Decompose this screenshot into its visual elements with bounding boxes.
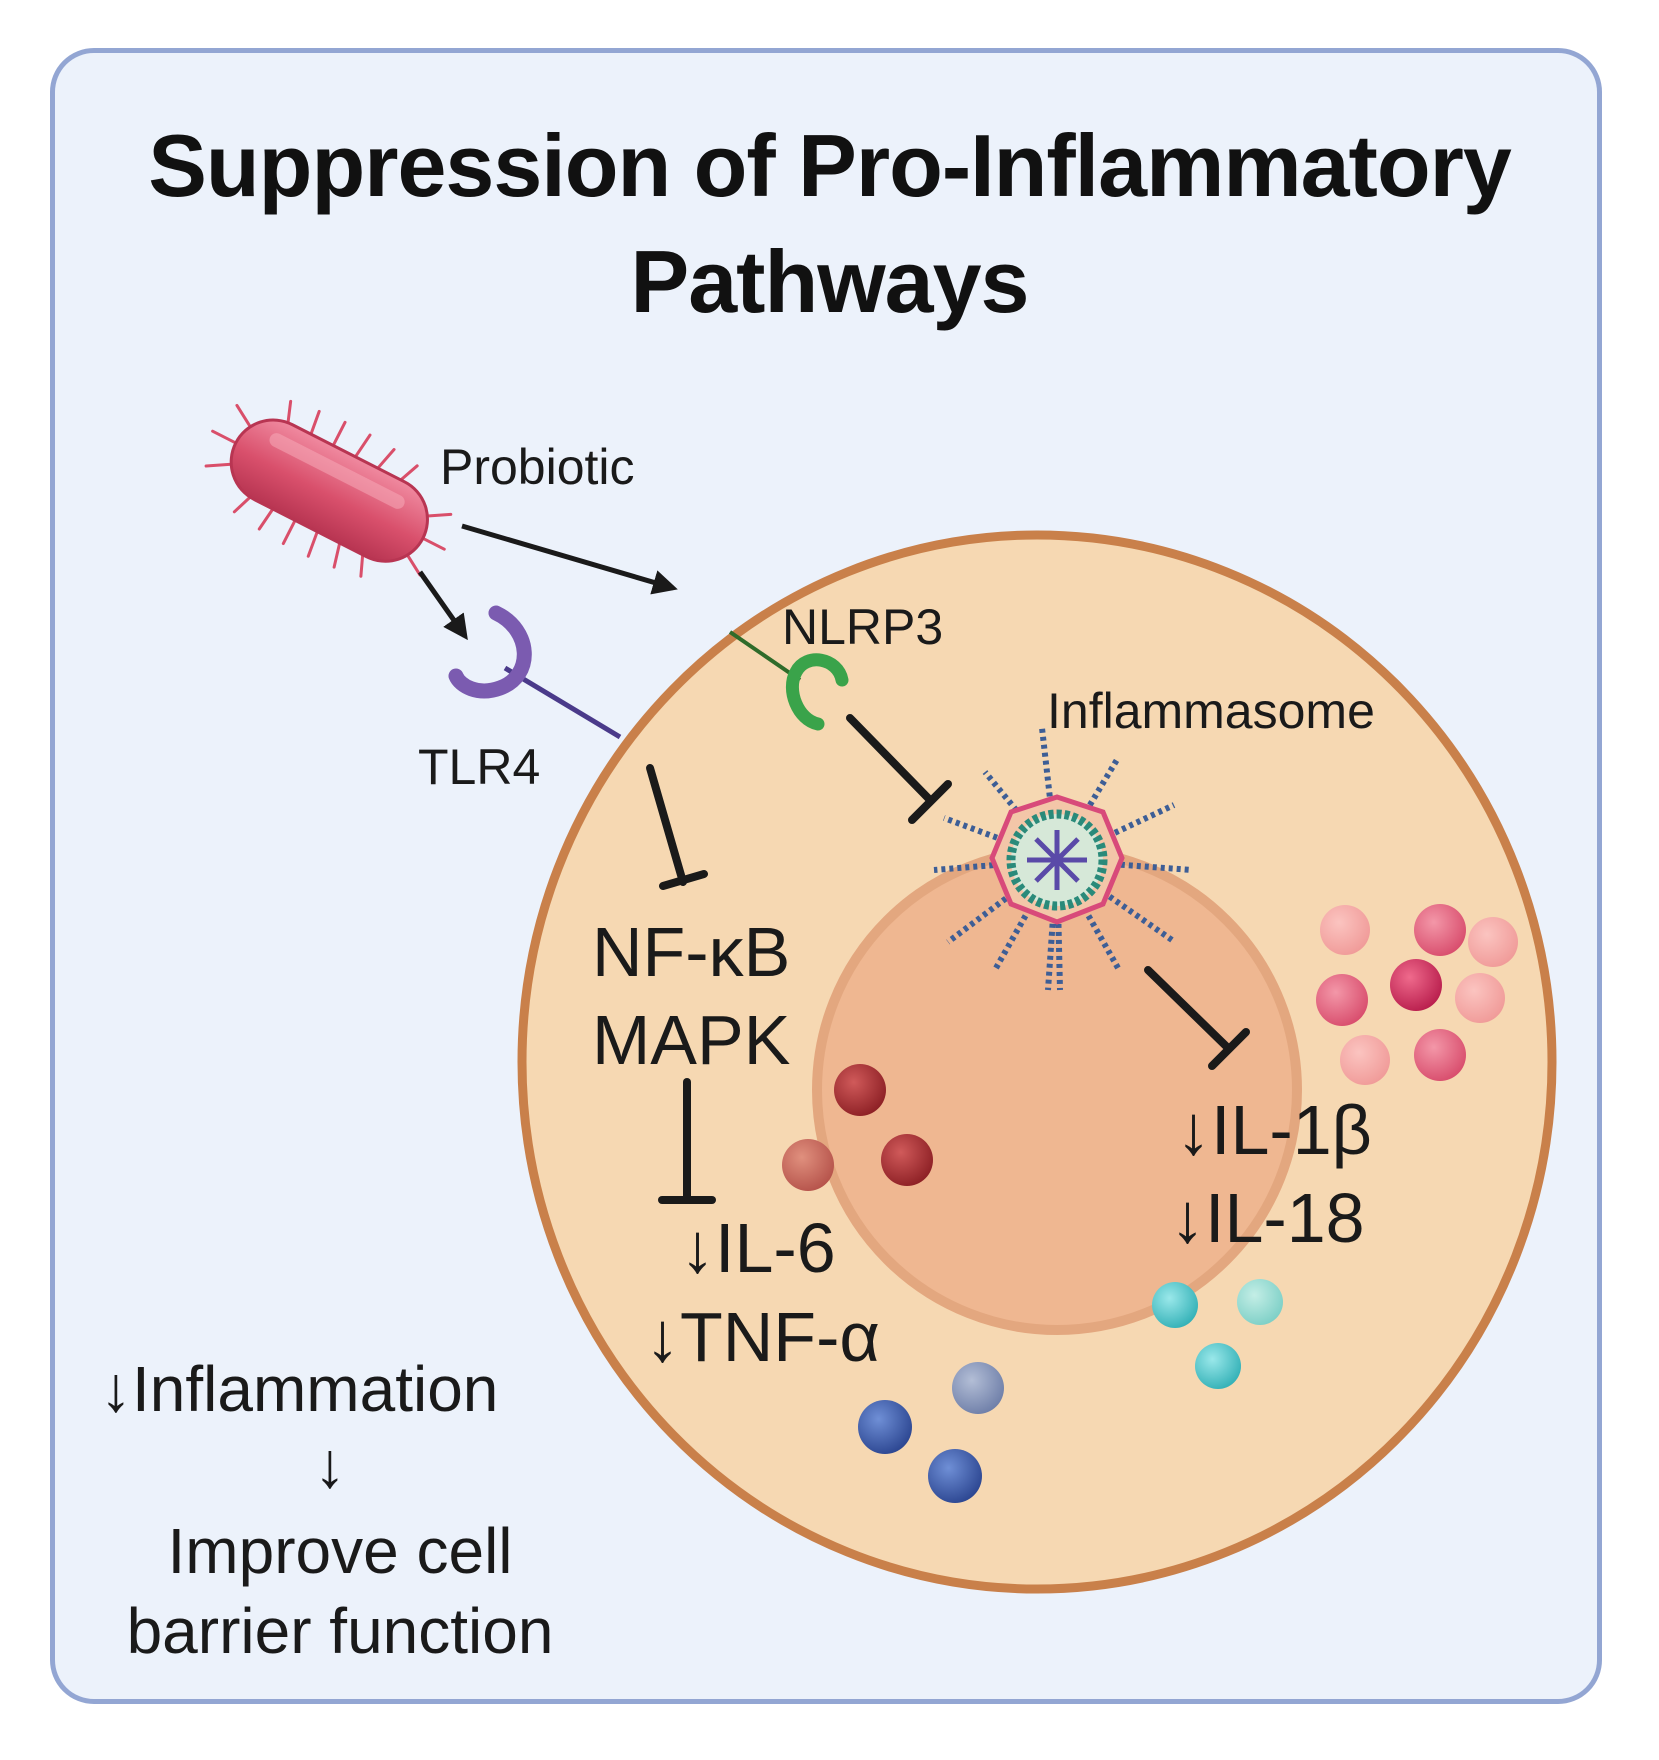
bacterium-icon: [204, 399, 453, 578]
probiotic-label: Probiotic: [440, 439, 635, 495]
tlr4-receptor-icon: [448, 605, 622, 740]
probiotic-to-tlr4-arrow: [417, 570, 468, 641]
nlrp3-label: NLRP3: [782, 599, 944, 655]
il6-label: ↓IL-6: [680, 1209, 836, 1287]
outcome-line-1: Improve cell: [167, 1515, 513, 1587]
tnfa-label: ↓TNF-α: [645, 1298, 880, 1376]
inflammasome-inhibits-il1b: [1144, 966, 1250, 1070]
mapk-label: MAPK: [592, 1001, 791, 1079]
nfkb-label: NF-κB: [592, 913, 791, 991]
probiotic-to-cell-arrow: [461, 523, 678, 595]
diagram-title: Suppression of Pro-Inflammatory Pathways: [0, 108, 1659, 340]
mapk-inhibits-il6: [658, 1078, 716, 1204]
nlrp3-inhibits-inflammasome: [846, 714, 952, 824]
outcome-line-2: barrier function: [126, 1595, 554, 1667]
down-arrow: ↓: [314, 1429, 346, 1501]
title-line-1: Suppression of Pro-Inflammatory: [148, 116, 1512, 215]
tlr4-label: TLR4: [418, 739, 541, 795]
il1b-label: ↓IL-1β: [1176, 1091, 1372, 1169]
inflammation-label: ↓Inflammation: [100, 1353, 499, 1425]
title-line-2: Pathways: [630, 232, 1030, 331]
nlrp3-receptor-icon: [728, 630, 849, 731]
cytokine-granule-icon: [782, 904, 1518, 1503]
tlr4-inhibits-nfkb: [646, 764, 708, 890]
inflammasome-label: Inflammasome: [1047, 683, 1375, 739]
il18-label: ↓IL-18: [1170, 1179, 1365, 1257]
inflammasome-icon: [933, 727, 1193, 991]
